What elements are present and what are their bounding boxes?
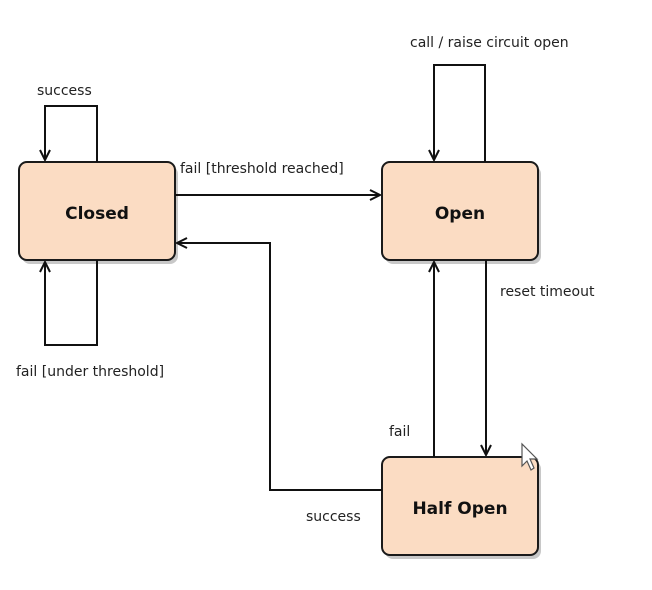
edge-half-open-to-closed [177,243,382,491]
state-closed-label: Closed [65,204,129,224]
label-closed-to-open: fail [threshold reached] [180,161,344,177]
state-half-open-label: Half Open [412,499,507,519]
label-closed-self-fail: fail [under threshold] [16,364,164,380]
edge-open-self [434,64,486,162]
state-closed[interactable]: Closed [18,161,178,264]
mouse-pointer-icon [521,442,539,471]
label-open-to-half-open: reset timeout [500,284,595,300]
edge-closed-self-fail [45,260,98,346]
label-open-self: call / raise circuit open [410,35,569,51]
state-open-label: Open [435,204,485,224]
label-half-open-to-closed: success [306,509,361,525]
state-open[interactable]: Open [381,161,541,264]
state-half-open[interactable]: Half Open [381,456,541,559]
label-closed-self-success: success [37,83,92,99]
edge-closed-self-success [45,105,98,162]
label-half-open-to-open: fail [389,424,410,440]
